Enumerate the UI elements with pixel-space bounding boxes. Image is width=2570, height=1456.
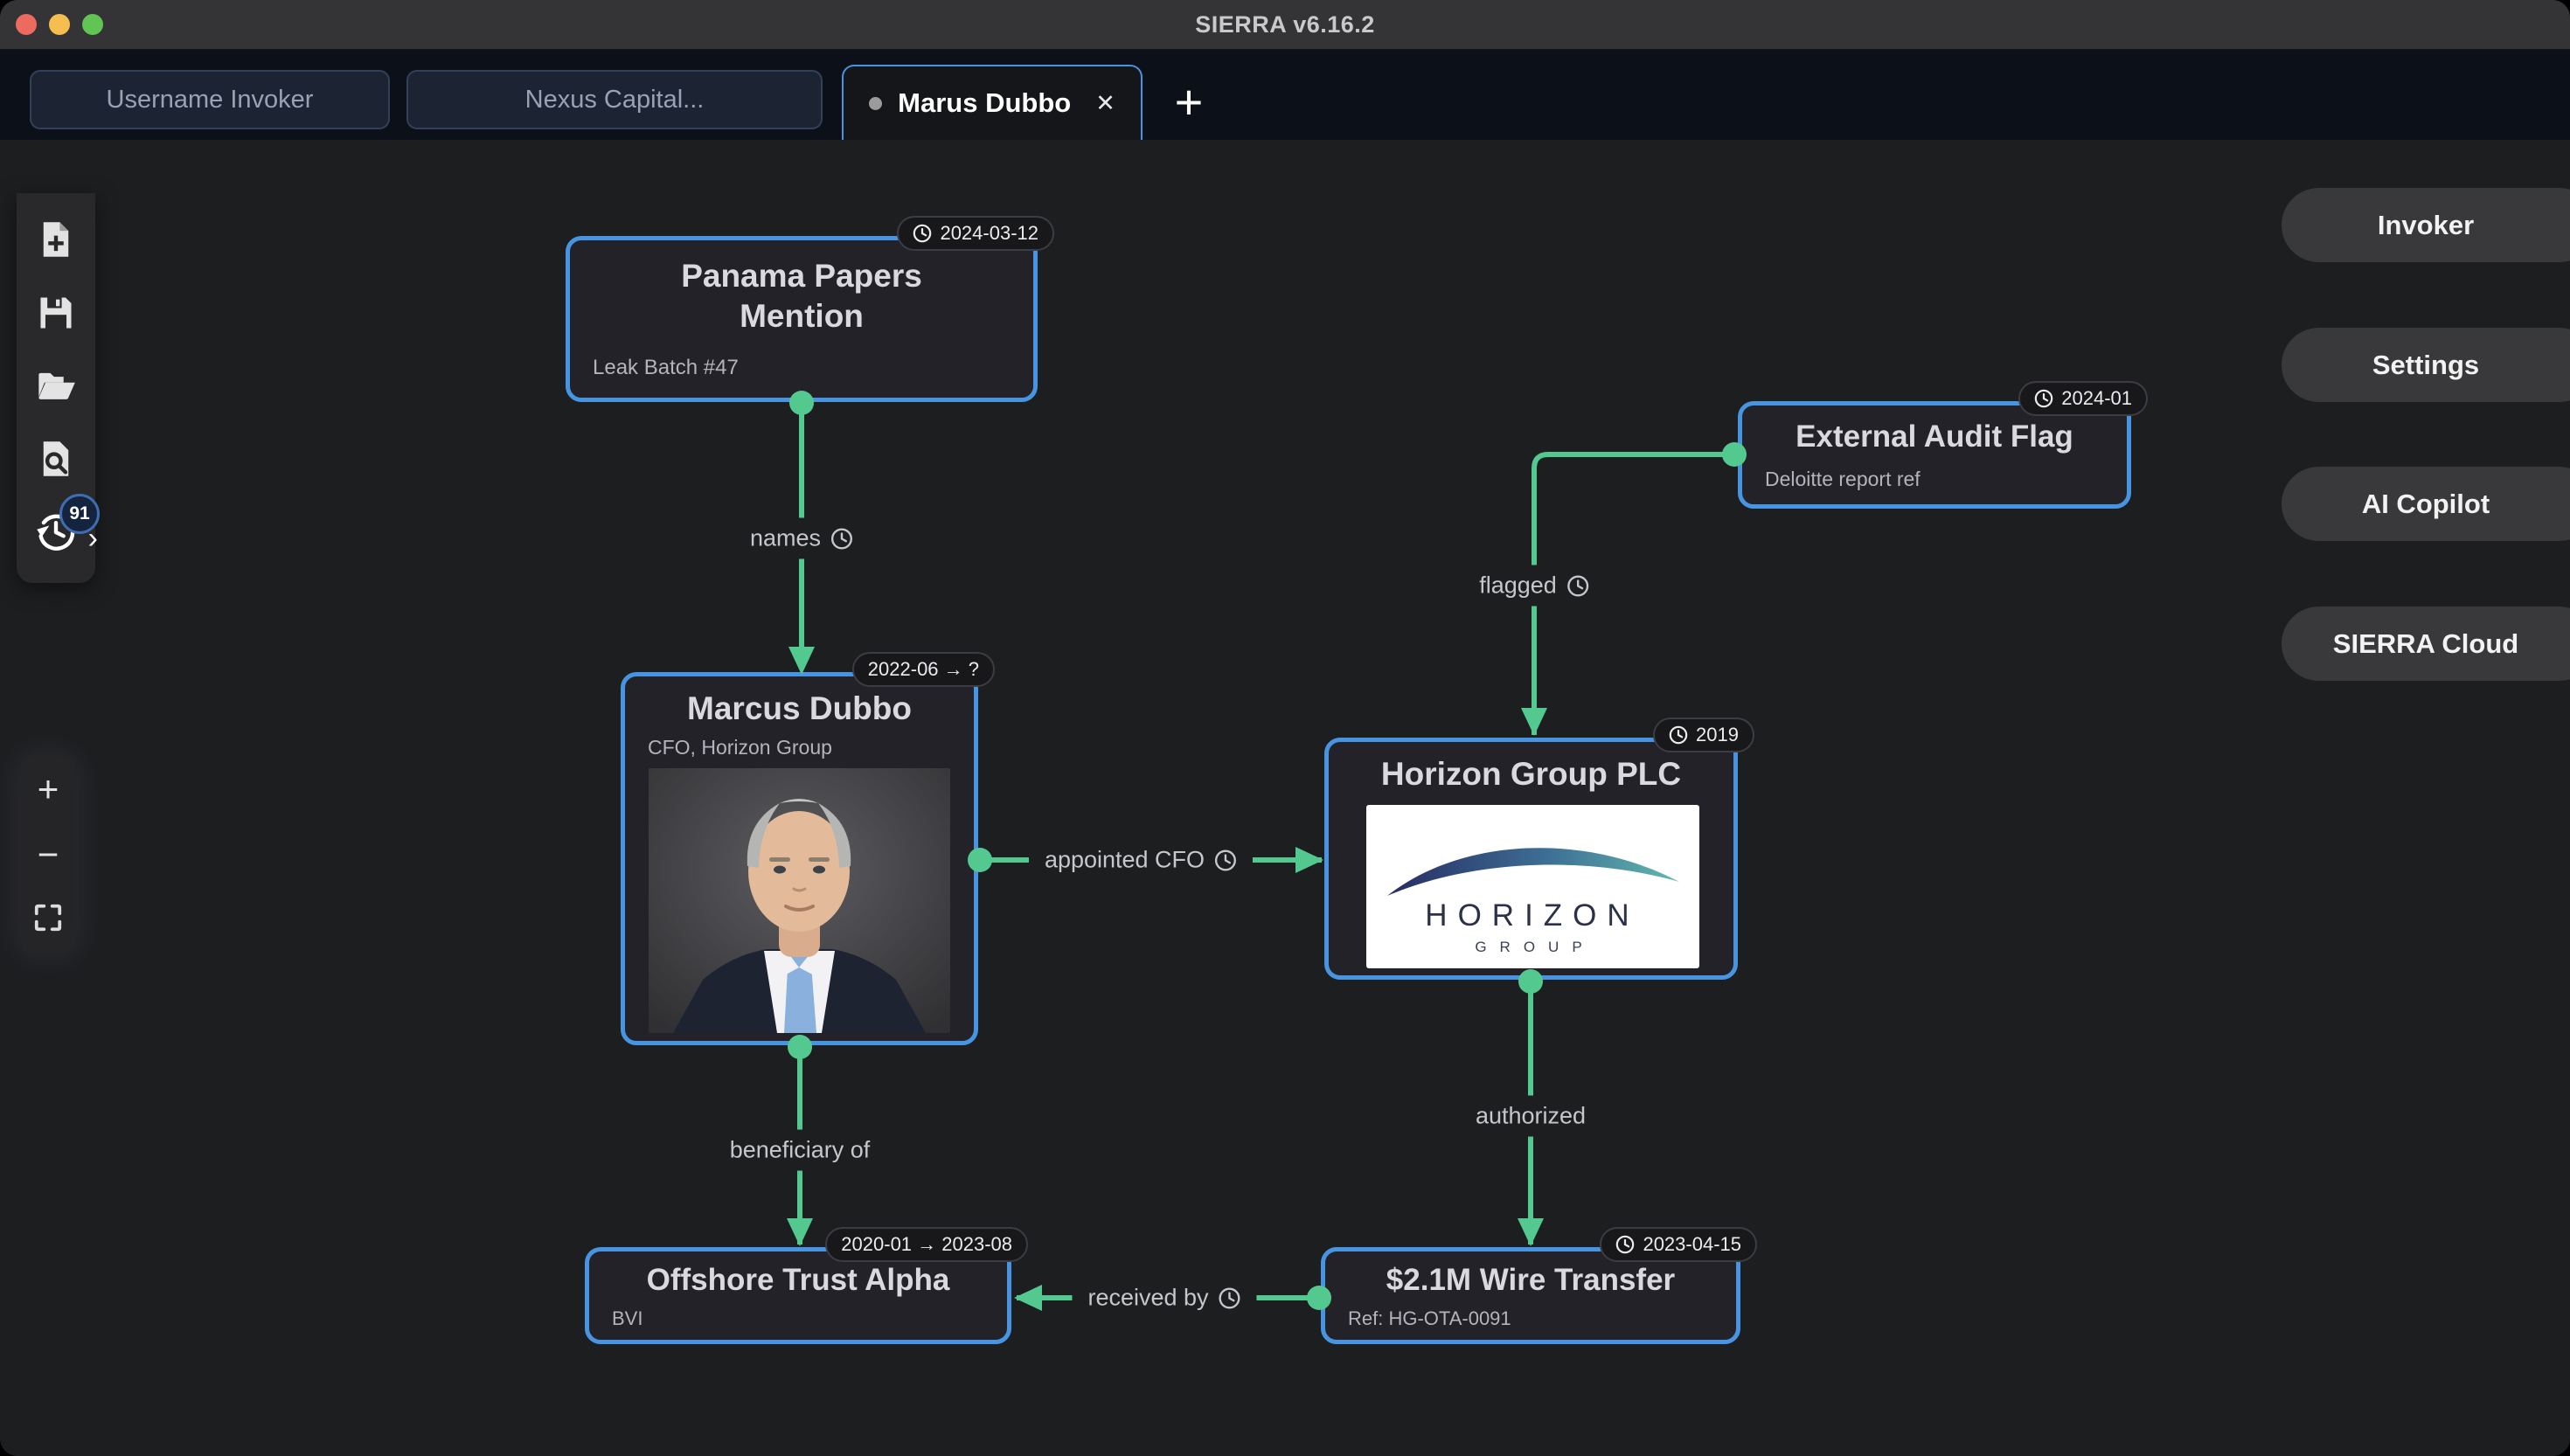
tab-bar: Username Invoker Nexus Capital... Marus … bbox=[0, 51, 2570, 140]
menu-invoker-button[interactable]: Invoker bbox=[2282, 188, 2570, 262]
tab-label: Marus Dubbo bbox=[898, 87, 1072, 118]
clock-icon bbox=[1219, 1286, 1240, 1309]
search-document-icon bbox=[36, 439, 76, 483]
menu-label: AI Copilot bbox=[2361, 488, 2490, 519]
tab-label: Username Invoker bbox=[106, 85, 314, 114]
node-subtitle: Ref: HG-OTA-0091 bbox=[1348, 1307, 1511, 1329]
node-subtitle: CFO, Horizon Group bbox=[648, 736, 832, 759]
close-tab-icon[interactable]: ✕ bbox=[1095, 89, 1115, 116]
history-count-badge: 91 bbox=[59, 494, 100, 535]
node-date-badge: 2020-01 → 2023-08 bbox=[825, 1227, 1028, 1262]
node-date-badge: 2023-04-15 bbox=[1600, 1227, 1757, 1262]
menu-label: Invoker bbox=[2377, 209, 2475, 240]
node-wire-transfer[interactable]: 2023-04-15 $2.1M Wire Transfer Ref: HG-O… bbox=[1321, 1227, 1757, 1344]
new-tab-button[interactable]: + bbox=[1174, 73, 1204, 129]
edge-label-text: beneficiary of bbox=[729, 1136, 871, 1163]
edge-label-text: authorized bbox=[1475, 1102, 1587, 1129]
logo-wordmark: HORIZON bbox=[1425, 898, 1639, 933]
edge-label-names: names bbox=[733, 517, 870, 559]
window-controls bbox=[16, 14, 103, 35]
chevron-right-icon[interactable]: › bbox=[87, 522, 98, 556]
node-date-badge: 2022-06 → ? bbox=[851, 652, 995, 687]
node-title: Horizon Group PLC bbox=[1380, 756, 1682, 792]
node-panama-papers-mention[interactable]: 2024-03-12 Panama Papers Mention Leak Ba… bbox=[566, 216, 1054, 402]
save-button[interactable] bbox=[35, 294, 77, 336]
portrait-photo bbox=[649, 768, 950, 1034]
menu-label: SIERRA Cloud bbox=[2332, 627, 2519, 659]
edge-label-received-by: received by bbox=[1072, 1277, 1257, 1319]
open-folder-icon bbox=[35, 364, 77, 411]
node-subtitle: Deloitte report ref bbox=[1765, 468, 1921, 490]
maximize-window-button[interactable] bbox=[82, 14, 103, 35]
node-horizon-group-plc[interactable]: 2019 Horizon Group PLC HORIZON GROUP bbox=[1324, 718, 1754, 980]
minimize-window-button[interactable] bbox=[49, 14, 70, 35]
zoom-in-button[interactable]: + bbox=[37, 768, 59, 810]
search-document-button[interactable] bbox=[35, 440, 77, 482]
node-date-badge: 2019 bbox=[1653, 718, 1754, 752]
node-title: $2.1M Wire Transfer bbox=[1386, 1263, 1676, 1297]
close-window-button[interactable] bbox=[16, 14, 37, 35]
tab-username-invoker[interactable]: Username Invoker bbox=[30, 70, 390, 129]
node-subtitle: Leak Batch #47 bbox=[593, 356, 739, 379]
node-date-badge: 2024-01 bbox=[2018, 381, 2148, 416]
save-icon bbox=[36, 293, 76, 337]
badge-text: 2020-01 → 2023-08 bbox=[841, 1233, 1012, 1255]
menu-sierra-cloud-button[interactable]: SIERRA Cloud bbox=[2282, 607, 2570, 681]
edge-label-appointed-cfo: appointed CFO bbox=[1028, 839, 1254, 881]
title-bar: SIERRA v6.16.2 bbox=[0, 0, 2570, 51]
tab-nexus-capital[interactable]: Nexus Capital... bbox=[406, 70, 823, 129]
history-icon bbox=[34, 510, 78, 558]
tab-marus-dubbo-active[interactable]: Marus Dubbo ✕ bbox=[842, 65, 1143, 140]
badge-text: 2019 bbox=[1696, 724, 1739, 745]
edge-label-flagged: flagged bbox=[1463, 565, 1605, 607]
horizon-group-logo: HORIZON GROUP bbox=[1366, 805, 1699, 968]
tab-label: Nexus Capital... bbox=[524, 85, 705, 114]
badge-text: 2024-01 bbox=[2061, 387, 2132, 409]
clock-icon bbox=[830, 527, 853, 550]
node-title: Panama Papers Mention bbox=[681, 258, 922, 335]
badge-text: 2022-06 → ? bbox=[867, 658, 979, 680]
node-subtitle: BVI bbox=[612, 1307, 643, 1329]
edge-label-authorized: authorized bbox=[1459, 1095, 1602, 1137]
logo-subtext: GROUP bbox=[1475, 939, 1594, 955]
menu-label: Settings bbox=[2372, 349, 2480, 380]
node-title: External Audit Flag bbox=[1796, 419, 2073, 454]
edge-label-text: appointed CFO bbox=[1044, 846, 1205, 873]
unsaved-dot-icon bbox=[869, 96, 883, 110]
edge-label-beneficiary-of: beneficiary of bbox=[713, 1129, 886, 1171]
badge-text: 2023-04-15 bbox=[1643, 1233, 1741, 1255]
node-title: Marcus Dubbo bbox=[687, 690, 912, 726]
new-file-button[interactable] bbox=[35, 221, 77, 263]
node-date-badge: 2024-03-12 bbox=[897, 216, 1054, 251]
node-marcus-dubbo[interactable]: 2022-06 → ? Marcus Dubbo CFO, Horizon Gr… bbox=[621, 652, 995, 1045]
clock-icon bbox=[1215, 849, 1237, 871]
edge-label-text: names bbox=[749, 524, 822, 551]
fit-view-button[interactable] bbox=[33, 902, 63, 939]
clock-icon bbox=[1566, 574, 1588, 597]
open-folder-button[interactable] bbox=[35, 367, 77, 409]
zoom-controls: + − bbox=[21, 757, 75, 953]
history-button[interactable]: 91 › bbox=[34, 494, 100, 558]
zoom-out-button[interactable]: − bbox=[37, 833, 59, 875]
node-offshore-trust-alpha[interactable]: 2020-01 → 2023-08 Offshore Trust Alpha B… bbox=[585, 1227, 1028, 1344]
node-external-audit-flag[interactable]: 2024-01 External Audit Flag Deloitte rep… bbox=[1738, 381, 2148, 509]
badge-text: 2024-03-12 bbox=[940, 222, 1038, 244]
left-toolbar: 91 › bbox=[17, 193, 100, 583]
node-title: Offshore Trust Alpha bbox=[646, 1263, 950, 1297]
fit-view-icon bbox=[33, 899, 63, 940]
edge-label-text: received by bbox=[1087, 1284, 1209, 1311]
menu-settings-button[interactable]: Settings bbox=[2282, 328, 2570, 402]
new-file-icon bbox=[36, 219, 76, 264]
menu-ai-copilot-button[interactable]: AI Copilot bbox=[2282, 467, 2570, 541]
window-title: SIERRA v6.16.2 bbox=[1195, 10, 1375, 38]
edge-label-text: flagged bbox=[1479, 572, 1557, 599]
